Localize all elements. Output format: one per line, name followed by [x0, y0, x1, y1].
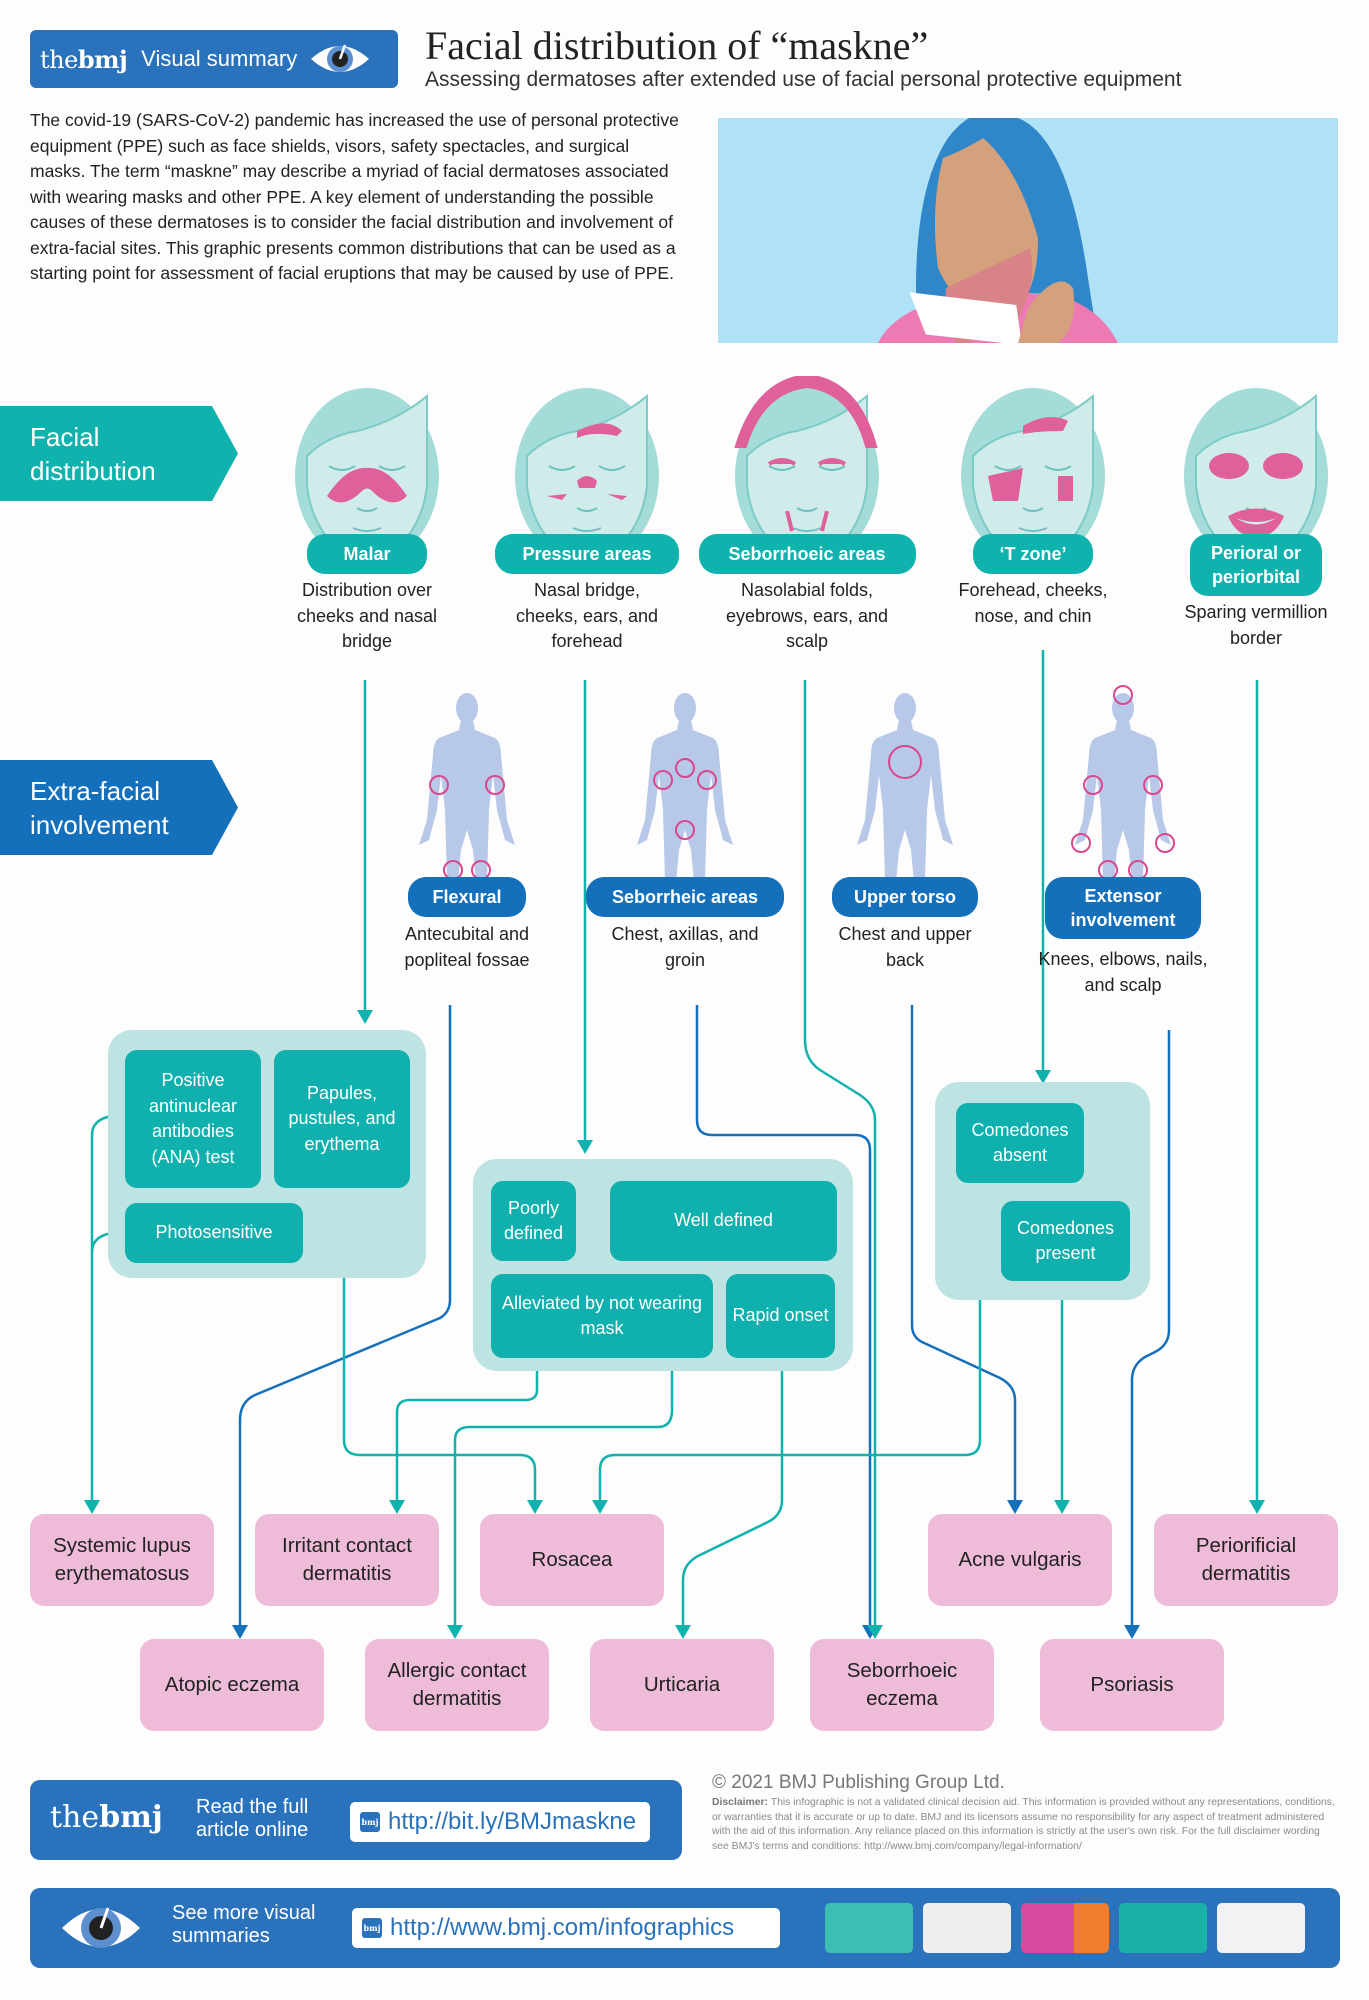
diagnosis-acne-vulgaris: Acne vulgaris: [928, 1514, 1112, 1606]
node-poorly-defined: Poorly defined: [491, 1181, 576, 1261]
section-tag-facial-distribution: Facial distribution: [0, 406, 238, 501]
read-article-banner: thebmj Read the full article online bmj …: [30, 1780, 682, 1860]
extra-facial-description: Chest, axillas, and groin: [611, 924, 759, 970]
copyright: © 2021 BMJ Publishing Group Ltd.: [712, 1772, 1005, 1793]
diagnosis-atopic-eczema: Atopic eczema: [140, 1639, 324, 1731]
diagnosis-psoriasis: Psoriasis: [1040, 1639, 1224, 1731]
connector-rapid-urticaria: [681, 1350, 784, 1625]
diagnosis-sle: Systemic lupus erythematosus: [30, 1514, 214, 1606]
face-illustration: [734, 376, 879, 556]
disclaimer: Disclaimer: This infographic is not a va…: [712, 1797, 1335, 1852]
thumbnail-4[interactable]: [1119, 1903, 1207, 1953]
node-photosensitive: Photosensitive: [125, 1203, 303, 1263]
connector-alleviated-irritant: [395, 1350, 539, 1500]
body-illustration: [419, 693, 515, 910]
connector-seborrheic-body: [695, 1005, 872, 1625]
extra-facial-description: Knees, elbows, nails, and scalp: [1038, 949, 1208, 995]
section-tag-extra-facial: Extra-facial involvement: [0, 760, 238, 855]
diagnosis-irritant-contact-dermatitis: Irritant contact dermatitis: [255, 1514, 439, 1606]
diagnosis-urticaria: Urticaria: [590, 1639, 774, 1731]
bmj-logo: thebmj: [40, 44, 128, 74]
facial-distribution-label: ‘T zone’: [973, 534, 1093, 574]
article-link[interactable]: bmj http://bit.ly/BMJmaskne: [350, 1802, 650, 1842]
brand-banner: thebmj Visual summary: [30, 30, 398, 88]
bmj-logo-footer: thebmj: [50, 1800, 163, 1835]
thumbnail-2[interactable]: [923, 1903, 1011, 1953]
thumbnail-5[interactable]: [1217, 1903, 1305, 1953]
facial-distribution-label: Malar: [307, 534, 427, 574]
arrowheads: [84, 1010, 1265, 1639]
eye-icon: [62, 1907, 140, 1948]
extra-facial-label: Seborrheic areas: [586, 877, 784, 917]
brand-label: Visual summary: [141, 46, 298, 71]
diagnosis-seborrhoeic-eczema: Seborrhoeic eczema: [810, 1639, 994, 1731]
extra-facial-label: Extensor involvement: [1045, 877, 1201, 939]
face-illustration: [515, 388, 659, 556]
facial-distribution-description: Distribution over cheeks and nasal bridg…: [296, 580, 438, 651]
face-illustration: [1184, 388, 1328, 556]
facial-distribution-description: Nasolabial folds, eyebrows, ears, and sc…: [725, 580, 889, 651]
connector-papules-rosacea: [342, 1185, 537, 1500]
diagnosis-allergic-contact-dermatitis: Allergic contact dermatitis: [365, 1639, 549, 1731]
node-alleviated: Alleviated by not wearing mask: [491, 1274, 713, 1358]
thumbnail-3[interactable]: [1021, 1903, 1109, 1953]
node-comedones-absent: Comedones absent: [956, 1103, 1084, 1183]
read-article-label: Read the full article online: [196, 1796, 309, 1841]
facial-distribution-description: Sparing vermillion border: [1184, 602, 1328, 648]
diagnosis-periorificial-dermatitis: Periorificial dermatitis: [1154, 1514, 1338, 1606]
bmj-badge-icon: bmj: [360, 1812, 380, 1832]
connector-comedones-absent-rosacea: [598, 1180, 982, 1500]
hero-illustration: [718, 118, 1338, 343]
facial-distribution-label: Seborrhoeic areas: [698, 534, 916, 574]
diagnosis-rosacea: Rosacea: [480, 1514, 664, 1606]
connector-alleviated-allergic: [453, 1350, 674, 1625]
facial-distribution-description: Forehead, cheeks, nose, and chin: [958, 580, 1108, 626]
facial-distribution-label: Perioral or periorbital: [1190, 534, 1322, 596]
extra-facial-label: Upper torso: [832, 877, 978, 917]
face-illustration: [295, 388, 439, 556]
node-well-defined: Well defined: [610, 1181, 837, 1261]
infographics-url: http://www.bmj.com/infographics: [390, 1914, 735, 1941]
thumbnail-1[interactable]: [825, 1903, 913, 1953]
extra-facial-description: Chest and upper back: [838, 924, 972, 970]
connector-upper-torso: [910, 1005, 1017, 1500]
connector-seborrhoeic-face: [803, 680, 877, 1625]
extra-facial-label: Flexural: [408, 877, 526, 917]
extra-facial-description: Antecubital and popliteal fossae: [404, 924, 530, 970]
facial-distribution-description: Nasal bridge, cheeks, ears, and forehead: [515, 580, 659, 651]
connector-extensor: [1130, 1030, 1171, 1625]
node-comedones-present: Comedones present: [1001, 1201, 1130, 1281]
body-illustration: [857, 693, 953, 910]
node-positive-ana: Positive antinuclear antibodies (ANA) te…: [125, 1050, 261, 1188]
intro-paragraph: The covid-19 (SARS-CoV-2) pandemic has i…: [30, 110, 679, 283]
facial-distribution-label: Pressure areas: [495, 534, 679, 574]
body-illustration: [1071, 685, 1175, 910]
bmj-badge-icon: bmj: [362, 1918, 382, 1938]
node-papules: Papules, pustules, and erythema: [274, 1050, 410, 1188]
eye-icon: [311, 44, 370, 72]
node-rapid-onset: Rapid onset: [726, 1274, 835, 1358]
infographics-link[interactable]: bmj http://www.bmj.com/infographics: [352, 1908, 780, 1948]
page-title: Facial distribution of “maskne”: [425, 23, 929, 68]
face-illustration: [961, 388, 1105, 556]
more-summaries-label: See more visual summaries: [172, 1902, 316, 1947]
connector-flexural: [238, 1005, 452, 1625]
body-illustration: [637, 693, 733, 910]
page-subtitle: Assessing dermatoses after extended use …: [425, 68, 1182, 91]
article-url: http://bit.ly/BMJmaskne: [388, 1808, 637, 1835]
